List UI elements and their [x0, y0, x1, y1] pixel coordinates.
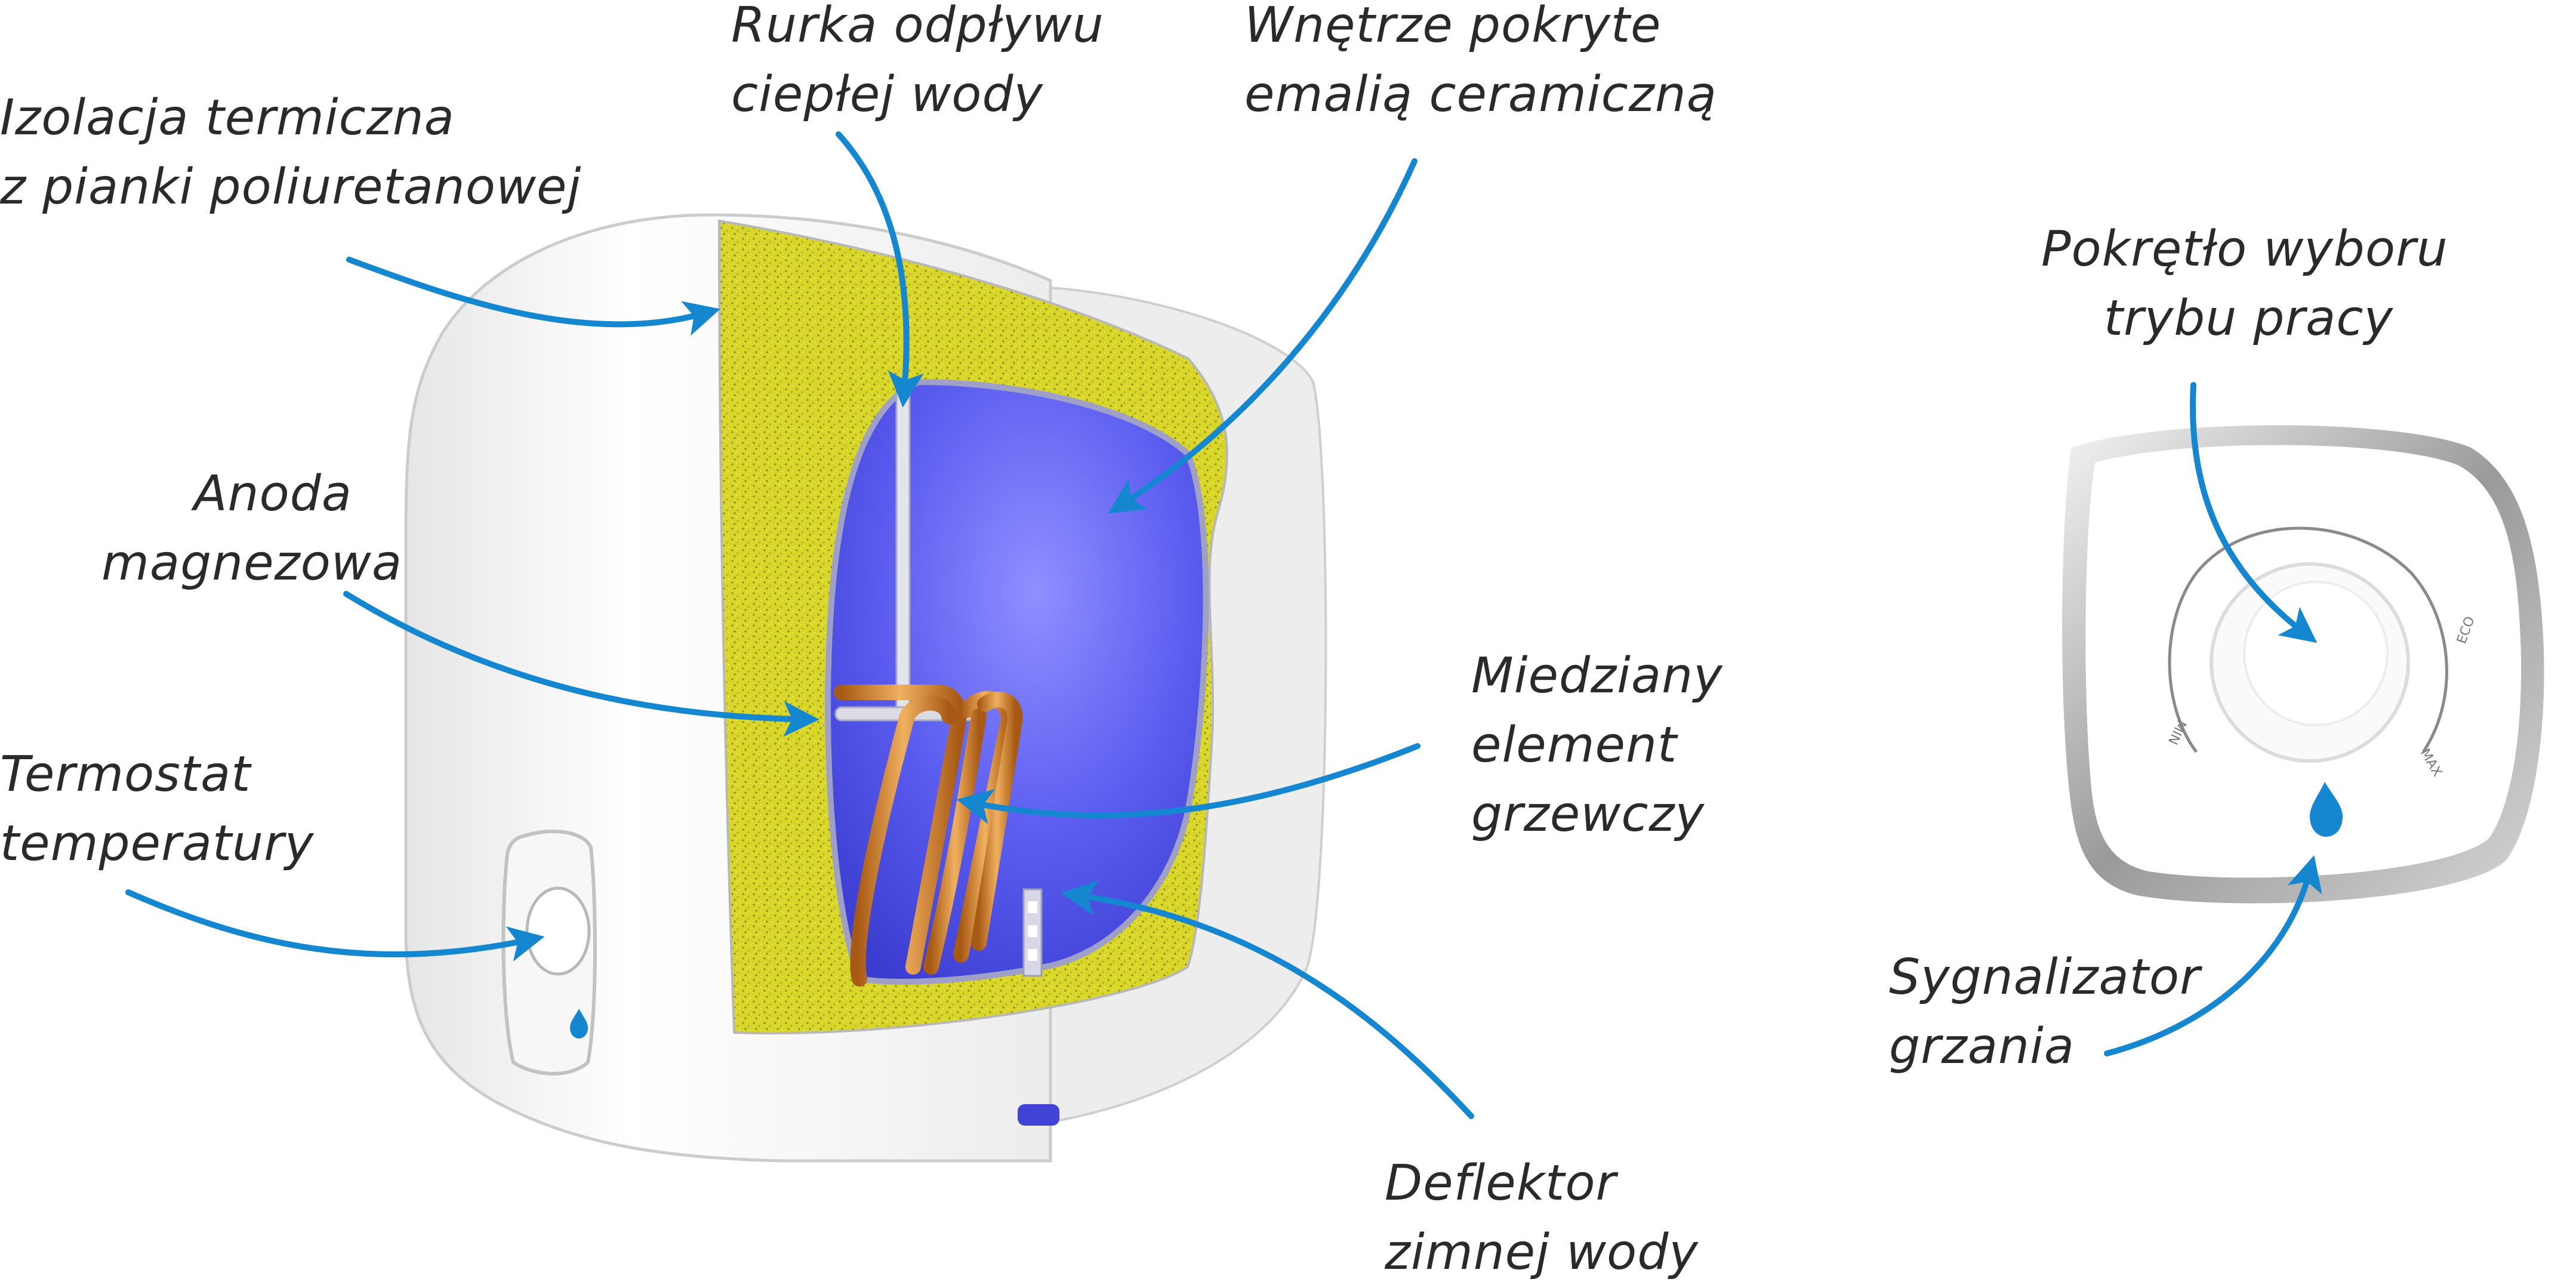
arrow-wnetrze	[1108, 158, 1418, 514]
label-deflektor-line-2: zimnej wody	[1385, 1224, 1699, 1281]
label-sygnalizator-line-2: grzania	[1889, 1018, 2075, 1075]
annotation-arrows	[125, 131, 2322, 1119]
label-rurka-line-1: Rurka odpływu	[731, 0, 1104, 54]
copper-heating-element	[834, 685, 1023, 987]
label-pokretlo: Pokrętło wyboru trybu pracy	[2041, 215, 2448, 353]
label-izolacja: Izolacja termiczna z pianki poliuretanow…	[0, 84, 581, 222]
label-termostat-line-2: temperatury	[0, 815, 315, 872]
label-rurka: Rurka odpływu ciepłej wody	[731, 0, 1104, 130]
label-izolacja-line-2: z pianki poliuretanowej	[0, 159, 582, 215]
label-pokretlo-line-2: trybu pracy	[2103, 290, 2393, 347]
label-miedziany-line-3: grzewczy	[1471, 786, 1705, 843]
label-deflektor-line-1: Deflektor	[1385, 1155, 1617, 1212]
label-anoda-line-1: Anoda	[193, 466, 352, 522]
water-heater	[404, 213, 1327, 1163]
label-miedziany-line-2: element	[1471, 717, 1678, 774]
label-anoda-line-2: magnezowa	[101, 535, 403, 591]
tank-interior	[825, 378, 1209, 985]
arrow-deflektor	[1061, 880, 1474, 1119]
arrow-termostat	[125, 889, 545, 962]
arrow-miedziany	[956, 743, 1421, 824]
dial-scale-arc	[2168, 526, 2448, 753]
label-pokretlo-line-1: Pokrętło wyboru	[2041, 221, 2448, 278]
label-wnetrze-line-1: Wnętrze pokryte	[1244, 0, 1662, 54]
arrow-pokretlo	[2190, 382, 2318, 643]
control-panel: MIN ECO MAX	[2062, 425, 2544, 904]
thermostat-knob[interactable]	[525, 886, 591, 976]
label-sygnalizator-line-1: Sygnalizator	[1889, 949, 2201, 1006]
label-termostat: Termostat temperatury	[0, 740, 314, 879]
arrow-izolacja	[346, 257, 721, 336]
label-deflektor: Deflektor zimnej wody	[1385, 1149, 1699, 1287]
arrow-anoda	[343, 591, 819, 737]
label-miedziany-line-1: Miedziany	[1471, 648, 1723, 704]
label-termostat-line-1: Termostat	[0, 746, 251, 803]
label-rurka-line-2: ciepłej wody	[731, 66, 1044, 123]
label-sygnalizator: Sygnalizator grzania	[1889, 943, 2201, 1081]
label-wnetrze-line-2: emalią ceramiczną	[1244, 66, 1717, 123]
label-wnetrze: Wnętrze pokryte emalią ceramiczną	[1244, 0, 1717, 130]
bottom-connector	[1018, 1104, 1059, 1126]
hot-water-pipe	[895, 381, 911, 717]
heating-indicator-drop-icon	[2310, 782, 2343, 837]
label-miedziany: Miedziany element grzewczy	[1471, 642, 1723, 849]
arrow-rurka	[836, 131, 924, 408]
arrow-sygnalizator	[2104, 855, 2322, 1056]
thermostat-drop-icon	[570, 1009, 588, 1039]
label-izolacja-line-1: Izolacja termiczna	[0, 90, 455, 146]
label-anoda: Anoda magnezowa	[101, 460, 403, 598]
mode-selector-knob-cap	[2243, 581, 2389, 726]
cold-water-deflector	[1022, 888, 1043, 977]
